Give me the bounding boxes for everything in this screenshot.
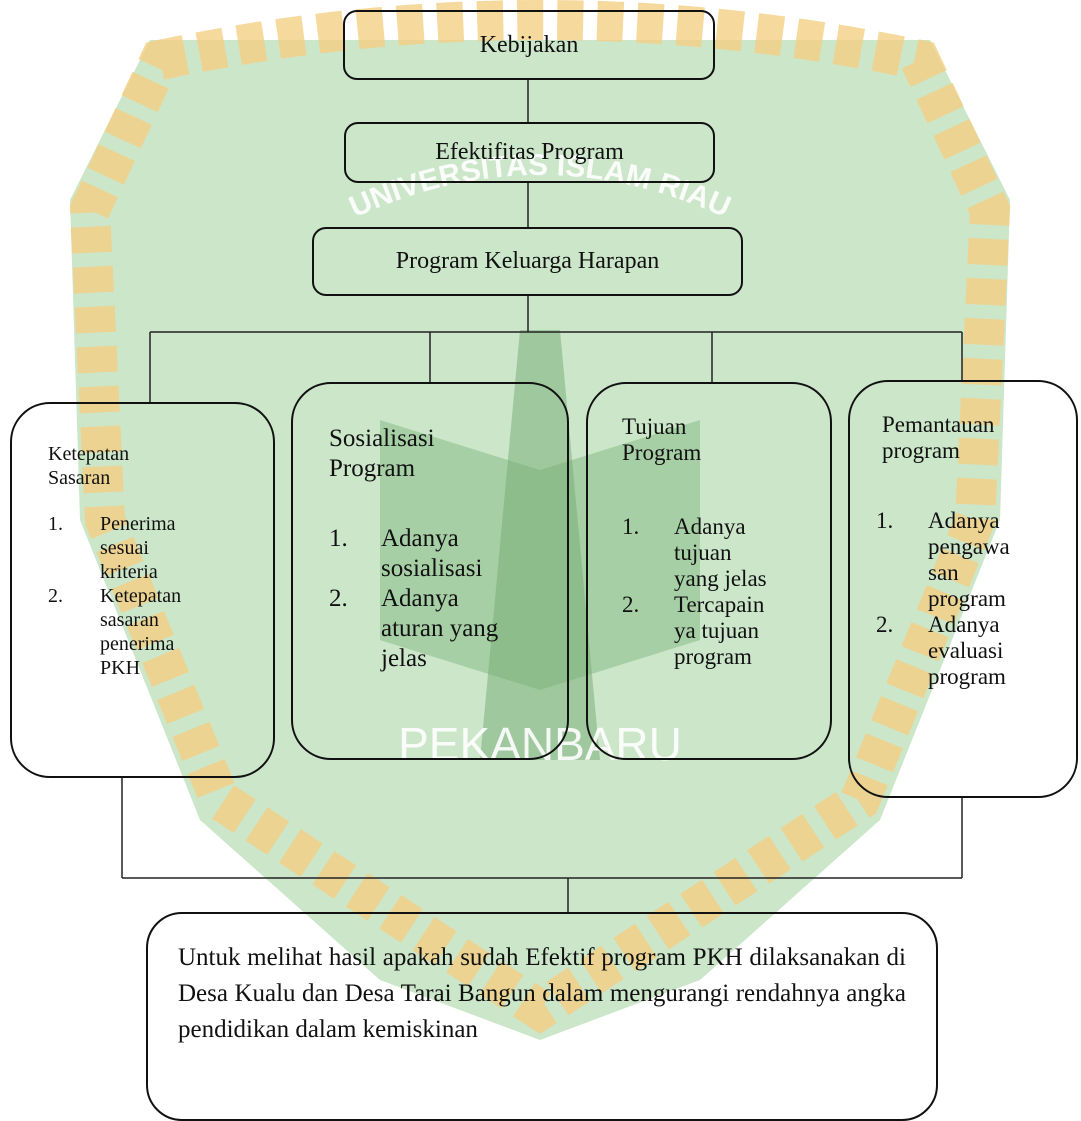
watermark-rope	[69, 0, 1011, 1034]
program-keluarga-harapan-box: Program Keluarga Harapan	[312, 227, 743, 296]
efektifitas-program-box: Efektifitas Program	[344, 122, 715, 183]
kebijakan-label: Kebijakan	[479, 31, 579, 58]
conclusion-text: Untuk melihat hasil apakah sudah Efektif…	[178, 944, 906, 1043]
conclusion-box: Untuk melihat hasil apakah sudah Efektif…	[146, 912, 938, 1121]
kebijakan-box: Kebijakan	[343, 10, 715, 80]
category-title: Ketepatan Sasaran	[48, 443, 130, 489]
watermark-shield	[70, 40, 1010, 1040]
category-title: Sosialisasi Program	[329, 425, 435, 482]
category-title: Tujuan Program	[622, 414, 702, 465]
category-title: Pemantauan program	[882, 412, 995, 463]
watermark-tower	[480, 330, 600, 760]
watermark-book	[380, 420, 700, 690]
efektifitas-program-label: Efektifitas Program	[435, 139, 624, 165]
program-keluarga-harapan-label: Program Keluarga Harapan	[395, 248, 660, 274]
